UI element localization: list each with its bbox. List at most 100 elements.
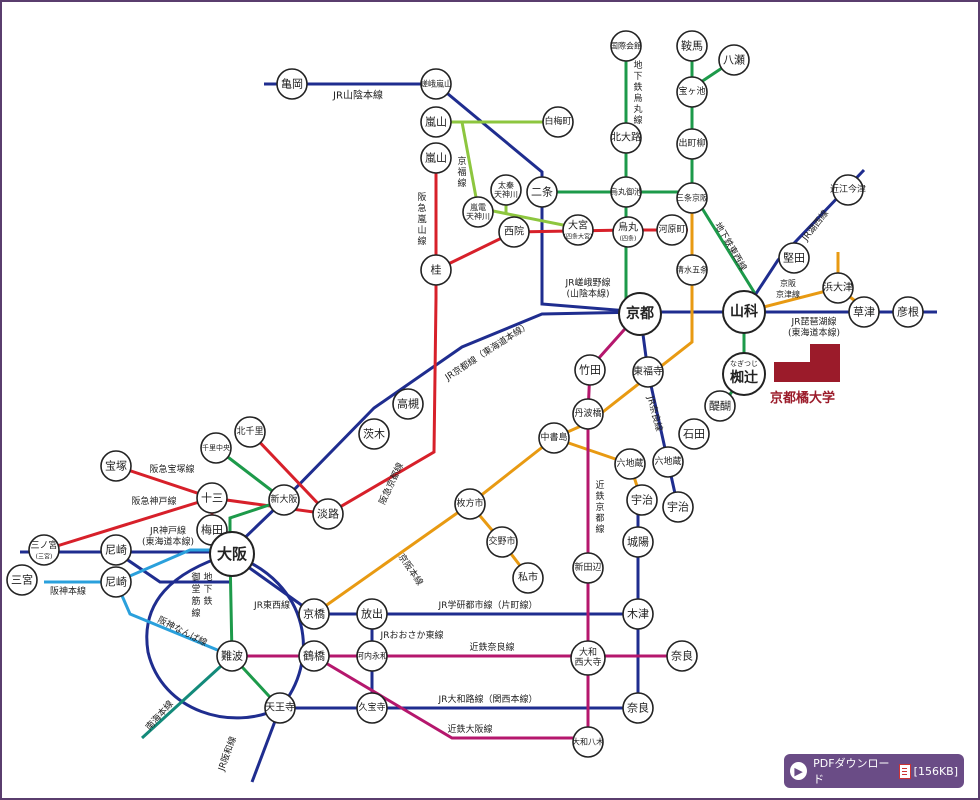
station-name-label: 亀岡 xyxy=(281,77,303,91)
station-name: 山科 xyxy=(730,303,758,320)
station-marker xyxy=(626,484,658,516)
station-marker xyxy=(572,398,604,430)
station-marker xyxy=(666,640,698,672)
line-label-jr-kosei: JR湖西線 xyxy=(799,208,831,244)
station-name-label: 白梅町 xyxy=(544,115,571,127)
station-marker xyxy=(462,196,494,228)
station-name-label: 中書島 xyxy=(540,431,567,443)
station-name-label: 十三 xyxy=(201,491,223,505)
station-karasumaoike: 烏丸御池 xyxy=(610,176,642,208)
station-name-label: 千里中央 xyxy=(202,443,230,452)
station-saiin: 西院 xyxy=(498,216,530,248)
station-marker xyxy=(420,254,452,286)
station-kokusaikaikan: 国際会館 xyxy=(610,30,642,62)
station-marker xyxy=(632,356,664,388)
line-label-char: 線 xyxy=(457,177,466,189)
station-namba: 難波 xyxy=(216,640,248,672)
station-name-label: 私市 xyxy=(518,571,538,584)
line-label-text: JR東西線 xyxy=(253,599,290,611)
station-marker xyxy=(100,534,132,566)
line-label-text: JR奈良線 xyxy=(644,394,665,433)
nankai-lines xyxy=(140,654,234,740)
line-label-char: 鉄 xyxy=(633,81,642,93)
nankai-main-line xyxy=(140,654,234,740)
station-marker xyxy=(356,640,388,672)
station-katata: 堅田 xyxy=(778,242,810,274)
station-marker xyxy=(526,176,558,208)
station-sub-name: (四条大宮) xyxy=(564,233,593,241)
station-name-label: 八瀬 xyxy=(723,53,745,67)
station-rokujizo-keihan: 六地蔵 xyxy=(614,448,646,480)
line-label-text: JR湖西線 xyxy=(799,208,831,244)
station-marker xyxy=(420,68,452,100)
line-label-text: 阪神なんば線 xyxy=(156,614,210,649)
station-name-label: 北大路 xyxy=(611,131,641,144)
station-name-label: 尼崎 xyxy=(105,543,127,557)
pdf-download-button[interactable]: ▶ PDFダウンロード [156KB] xyxy=(784,754,964,788)
station-name-label: 茨木 xyxy=(363,427,385,441)
station-name-label: 西院 xyxy=(504,225,524,238)
station-name-label: 枚方市 xyxy=(456,497,483,509)
station-name: 烏丸 xyxy=(618,221,638,234)
station-name-label: 三条京阪 xyxy=(676,193,708,203)
station-tofukuji: 東福寺 xyxy=(632,356,664,388)
station-amagasaki-hanshin: 尼崎 xyxy=(100,566,132,598)
line-label-char: 鉄 xyxy=(203,595,212,607)
line-label-jr-gakkentoshi: JR学研都市線（片町線） xyxy=(438,599,538,611)
station-name-label: 嵯峨嵐山 xyxy=(420,79,452,89)
station-nijo: 二条 xyxy=(526,176,558,208)
station-name-label: 京橋 xyxy=(303,607,325,621)
station-name-label: 交野市 xyxy=(488,535,515,547)
station-name-label: 難波 xyxy=(221,650,243,663)
station-name: 京都 xyxy=(626,305,654,322)
line-label-char: 急 xyxy=(417,202,426,214)
station-joyo: 城陽 xyxy=(622,526,654,558)
station-ishida: 石田 xyxy=(678,418,710,450)
station-rokujizo: 六地蔵 xyxy=(652,446,684,478)
keihan-main-line xyxy=(313,198,694,616)
station-name-label: 近江今津 xyxy=(830,183,866,195)
station-marker xyxy=(298,598,330,630)
station-hirakatashi: 枚方市 xyxy=(454,488,486,520)
station-sub-name: (三宮) xyxy=(36,553,53,561)
station-marker xyxy=(656,214,688,246)
station-marker xyxy=(676,128,708,160)
station-name-label: 醍醐 xyxy=(709,400,731,413)
station-hamaotsu: 浜大津 xyxy=(822,272,854,304)
pdf-download-label: PDFダウンロード xyxy=(813,757,890,786)
station-name: 三ノ宮 xyxy=(30,539,57,551)
hanshin-namba-line xyxy=(114,581,233,658)
line-label-char: 烏 xyxy=(633,92,642,104)
station-name-label: 城陽 xyxy=(627,536,649,549)
line-label-char: 山 xyxy=(417,225,426,236)
station-marker xyxy=(610,122,642,154)
station-marker xyxy=(832,174,864,206)
station-katsura: 桂 xyxy=(420,254,452,286)
station-takarazuka: 宝塚 xyxy=(100,450,132,482)
station-juso: 十三 xyxy=(196,482,228,514)
line-label-subway-tozai: 地下鉄東西線 xyxy=(712,220,749,273)
station-sanjokeihan: 三条京阪 xyxy=(676,182,708,214)
station-marker xyxy=(28,534,60,566)
station-name: 大阪 xyxy=(217,545,248,563)
station-name-line-2: 西大寺 xyxy=(574,656,601,668)
station-marker xyxy=(486,526,518,558)
station-name-label: 放出 xyxy=(361,607,383,621)
station-marker xyxy=(610,30,642,62)
line-label-jr-yamatoji: JR大和路線（関西本線） xyxy=(438,693,538,705)
station-name-label: 奈良 xyxy=(627,701,649,715)
station-marker xyxy=(652,446,684,478)
station-name-label: 草津 xyxy=(853,306,875,319)
station-name-line-2: 天神川 xyxy=(494,189,518,199)
station-name-label: 東福寺 xyxy=(633,365,663,378)
station-name-label: 鞍馬 xyxy=(681,39,703,53)
line-label-midosuji: 御地堂下筋鉄線 xyxy=(191,571,212,619)
station-name-label: 浜大津 xyxy=(823,281,853,294)
pdf-file-icon xyxy=(899,763,911,779)
station-uji-keihan: 宇治 xyxy=(626,484,658,516)
